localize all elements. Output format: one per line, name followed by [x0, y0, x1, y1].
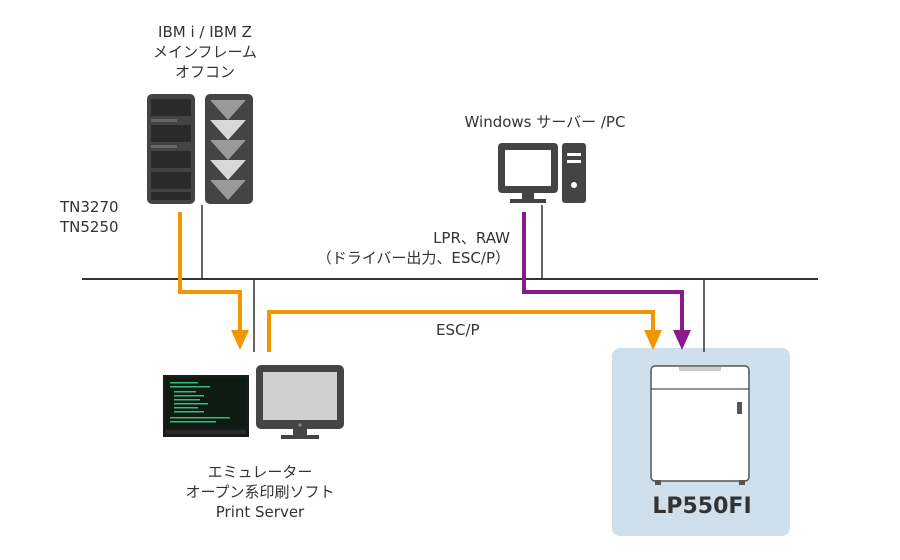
printer-icon — [650, 365, 750, 485]
protocol-label-line: TN3270 — [60, 198, 119, 216]
orange-arrow-tn — [178, 212, 249, 350]
orange-arrow-escp — [267, 310, 662, 352]
host-label-line: メインフレーム — [152, 43, 258, 61]
protocol-label-line: TN5250 — [60, 218, 119, 236]
windows-label: Windows サーバー /PC — [464, 113, 626, 131]
emulator-label-line: エミュレーター — [207, 463, 313, 481]
lpr-label: LPR、RAW （ドライバー出力、ESC/P） — [280, 228, 510, 268]
emulator-label-line: オープン系印刷ソフト — [185, 483, 335, 501]
emulator-label: エミュレーター オープン系印刷ソフト Print Server — [135, 462, 385, 522]
emulator-screen-icon — [163, 375, 249, 437]
host-label-line: IBM i / IBM Z — [158, 23, 252, 41]
server-rack-icon — [147, 94, 195, 204]
host-label-line: オフコン — [174, 63, 235, 81]
emulator-label-line: Print Server — [215, 503, 305, 521]
monitor-icon — [256, 365, 344, 439]
lpr-label-line: （ドライバー出力、ESC/P） — [316, 249, 510, 267]
desktop-pc-icon — [498, 143, 586, 203]
purple-arrow-lpr — [522, 212, 691, 350]
mainframe-icon — [205, 94, 253, 204]
printer-name: LP550FI — [652, 494, 752, 519]
lpr-label-line: LPR、RAW — [433, 229, 510, 247]
host-label: IBM i / IBM Z メインフレーム オフコン — [130, 22, 280, 82]
protocol-label: TN3270 TN5250 — [60, 197, 119, 237]
escp-label: ESC/P — [436, 321, 480, 339]
